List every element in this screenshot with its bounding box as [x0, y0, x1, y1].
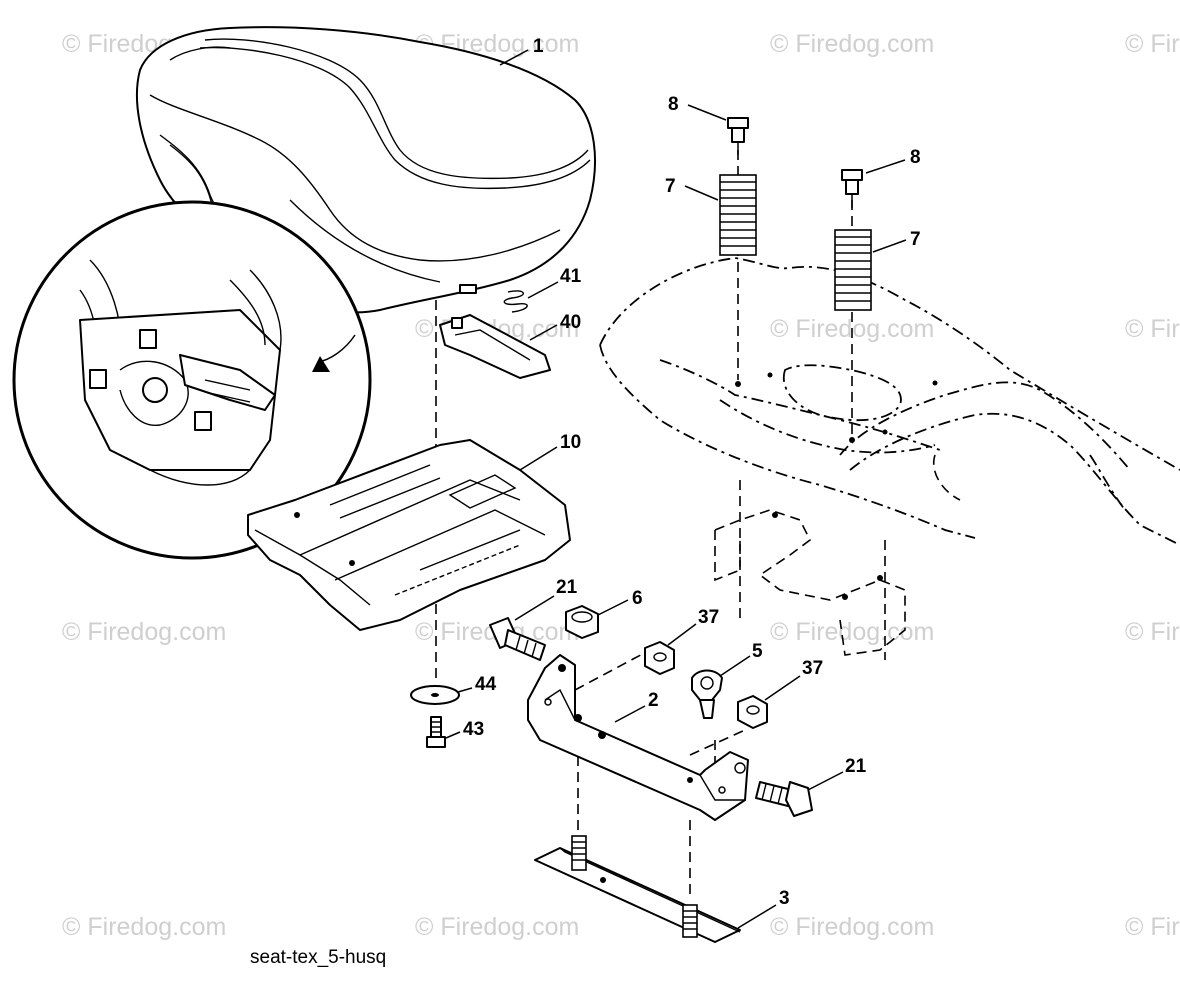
- spring-right: 7: [834, 229, 921, 311]
- nut-6: 6: [565, 588, 643, 639]
- callout-washer-44: 44: [475, 674, 497, 695]
- nut-37-top: 37: [644, 607, 719, 675]
- callout-base-plate-3: 3: [779, 888, 790, 909]
- watermark: © Firedog.com: [1125, 618, 1180, 646]
- bracket-2: 2: [527, 654, 749, 821]
- watermark: © Firedog.com: [770, 913, 934, 941]
- callout-switch-plate: 40: [560, 312, 581, 333]
- watermark: © Firedog.com: [62, 618, 226, 646]
- callout-seat: 1: [533, 36, 544, 57]
- callout-bolt-21-right: 21: [845, 756, 867, 777]
- callout-nut-37-top: 37: [698, 607, 719, 628]
- watermark: © Firedog.com: [1125, 913, 1180, 941]
- small-spring: 41: [503, 266, 582, 313]
- fender-chassis-outline: [599, 257, 1180, 660]
- callout-small-spring: 41: [560, 266, 582, 287]
- clip-5: 5: [691, 641, 763, 719]
- callout-bracket-2: 2: [648, 690, 659, 711]
- watermark: © Firedog.com: [415, 913, 579, 941]
- washer-44: 44: [410, 674, 497, 705]
- seat-pan: 10: [247, 432, 581, 631]
- switch-plate: 40: [439, 312, 581, 379]
- nut-37-right: 37: [737, 658, 823, 729]
- watermark: © Firedog.com: [1125, 315, 1180, 343]
- bolt-right: 8: [841, 147, 921, 208]
- base-plate-3: 3: [534, 835, 790, 943]
- watermark: © Firedog.com: [770, 30, 934, 58]
- callout-nut-37-right: 37: [802, 658, 823, 679]
- diagram-caption: seat-tex_5-husq: [250, 947, 386, 968]
- bolt-21-left: 21: [489, 577, 578, 661]
- callout-seat-pan: 10: [560, 432, 581, 453]
- bolt-21-right: 21: [755, 756, 867, 817]
- screw-43: 43: [426, 716, 484, 748]
- callout-screw-43: 43: [463, 719, 484, 740]
- bolt-left: 8: [668, 94, 749, 155]
- callout-nut-6: 6: [632, 588, 643, 609]
- watermark: © Firedog.com: [62, 913, 226, 941]
- callout-bolt-21-left: 21: [556, 577, 578, 598]
- callout-bolt-right: 8: [910, 147, 921, 168]
- callout-spring-right: 7: [910, 229, 921, 250]
- watermark: © Firedog.com: [1125, 30, 1180, 58]
- callout-clip-5: 5: [752, 641, 763, 662]
- detail-inset-circle: [12, 200, 372, 560]
- spring-left: 7: [665, 174, 757, 256]
- watermark: © Firedog.com: [770, 618, 934, 646]
- callout-spring-left: 7: [665, 176, 676, 197]
- callout-bolt-left: 8: [668, 94, 679, 115]
